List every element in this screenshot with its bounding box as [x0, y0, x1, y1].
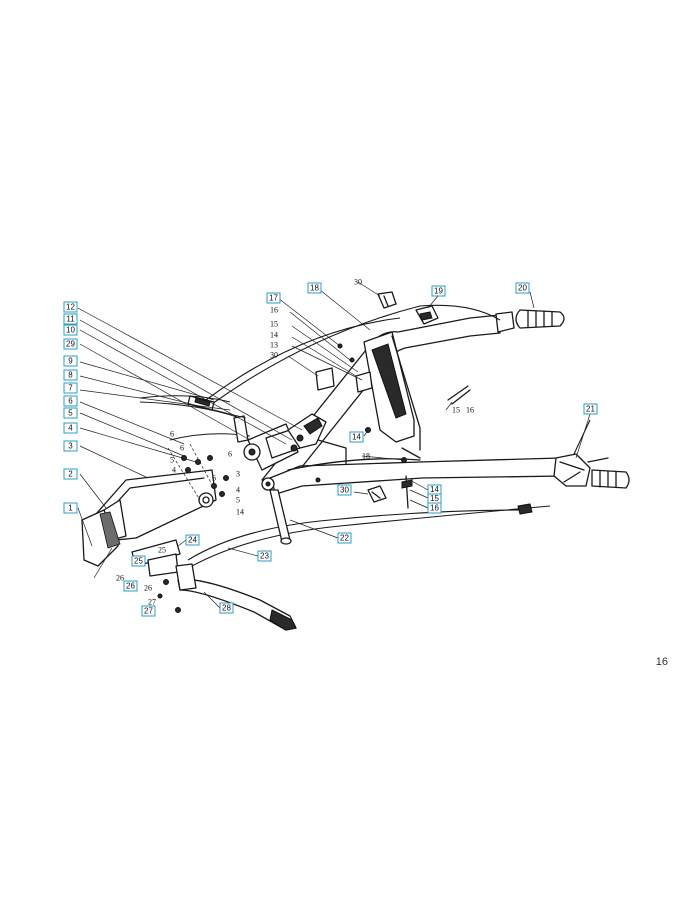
callout-15-right: 15: [427, 493, 442, 504]
callout-16-right: 16: [427, 502, 442, 514]
svg-text:19: 19: [434, 287, 443, 296]
right-grip-throttle: [553, 453, 630, 489]
callout-3: 3: [63, 440, 78, 452]
switch-assembly: [377, 291, 439, 325]
svg-text:10: 10: [66, 326, 75, 335]
svg-text:3: 3: [68, 442, 73, 451]
svg-text:6: 6: [212, 474, 216, 483]
svg-text:5: 5: [236, 496, 240, 505]
callout-28: 28: [219, 602, 234, 614]
svg-text:6: 6: [170, 430, 174, 439]
svg-text:6: 6: [180, 444, 184, 453]
svg-text:13: 13: [270, 341, 278, 350]
svg-text:26: 26: [144, 584, 152, 593]
left-grip: [495, 309, 565, 333]
svg-text:23: 23: [260, 552, 269, 561]
svg-text:15: 15: [270, 320, 278, 329]
callout-21: 21: [583, 403, 598, 415]
handlebar-tube: [261, 314, 565, 495]
svg-text:28: 28: [222, 604, 231, 613]
plain-labels: 16 15 14 13 30 30 15 16 6 6 5 4 6 3 6 4 …: [116, 278, 474, 607]
callouts: 1 2 3 4 5 6 7 8 9 29 10 11 12 17 18 19 2…: [63, 282, 598, 617]
svg-text:18: 18: [362, 452, 370, 461]
svg-text:27: 27: [148, 598, 156, 607]
callout-18: 18: [307, 282, 322, 294]
svg-text:24: 24: [188, 536, 197, 545]
svg-text:14: 14: [430, 485, 439, 494]
svg-text:30: 30: [340, 486, 349, 495]
callout-17: 17: [266, 292, 281, 304]
svg-text:16: 16: [466, 406, 474, 415]
svg-text:16: 16: [430, 504, 439, 513]
callout-24: 24: [185, 534, 200, 546]
svg-text:15: 15: [452, 406, 460, 415]
svg-text:4: 4: [236, 486, 240, 495]
svg-text:20: 20: [518, 284, 527, 293]
callout-2: 2: [63, 468, 78, 480]
callout-22: 22: [337, 532, 352, 544]
callout-26: 26: [123, 580, 138, 592]
svg-text:26: 26: [126, 582, 135, 591]
svg-text:9: 9: [68, 357, 73, 366]
callout-23: 23: [257, 550, 272, 562]
svg-text:11: 11: [66, 315, 75, 324]
callout-11: 11: [63, 313, 78, 325]
fasteners: [167, 427, 413, 509]
callout-9: 9: [63, 355, 78, 367]
callout-29: 29: [63, 338, 78, 350]
callout-6a: 6: [63, 395, 78, 407]
svg-text:29: 29: [66, 340, 75, 349]
callout-30: 30: [337, 484, 352, 496]
callout-27: 27: [141, 605, 156, 617]
callout-10: 10: [63, 324, 78, 336]
svg-text:25: 25: [158, 546, 166, 555]
svg-text:30: 30: [354, 278, 362, 287]
svg-text:26: 26: [116, 574, 124, 583]
svg-text:25: 25: [134, 557, 143, 566]
page-number: 16: [655, 656, 668, 668]
callout-14-right: 14: [427, 484, 442, 495]
svg-text:5: 5: [170, 456, 174, 465]
svg-text:22: 22: [340, 534, 349, 543]
lever-28: [175, 563, 297, 631]
svg-text:4: 4: [68, 424, 73, 433]
svg-text:12: 12: [66, 303, 75, 312]
svg-text:1: 1: [68, 504, 73, 513]
svg-text:6: 6: [68, 397, 73, 406]
svg-text:16: 16: [270, 306, 278, 315]
callout-20: 20: [515, 282, 530, 294]
callout-4: 4: [63, 422, 78, 434]
svg-text:18: 18: [310, 284, 319, 293]
svg-text:14: 14: [270, 331, 278, 340]
callout-25: 25: [131, 555, 146, 567]
svg-text:17: 17: [269, 294, 278, 303]
svg-text:3: 3: [236, 470, 240, 479]
callout-19: 19: [431, 285, 446, 297]
callout-12: 12: [63, 301, 78, 313]
callout-14-center: 14: [349, 431, 364, 443]
svg-text:2: 2: [68, 470, 73, 479]
svg-text:21: 21: [586, 405, 595, 414]
svg-text:8: 8: [68, 371, 73, 380]
callout-1: 1: [63, 502, 78, 514]
svg-text:27: 27: [144, 607, 153, 616]
svg-text:6: 6: [228, 450, 232, 459]
lower-frame: [81, 469, 217, 613]
svg-text:15: 15: [430, 494, 439, 503]
leader-lines: [77, 281, 591, 609]
callout-8: 8: [63, 369, 78, 381]
svg-text:4: 4: [172, 466, 176, 475]
svg-text:14: 14: [352, 433, 361, 442]
svg-text:30: 30: [270, 351, 278, 360]
callout-5: 5: [63, 407, 78, 419]
svg-text:14: 14: [236, 508, 244, 517]
svg-text:7: 7: [68, 384, 73, 393]
svg-text:5: 5: [68, 409, 73, 418]
pivot-block: [187, 343, 373, 545]
callout-7: 7: [63, 382, 78, 394]
